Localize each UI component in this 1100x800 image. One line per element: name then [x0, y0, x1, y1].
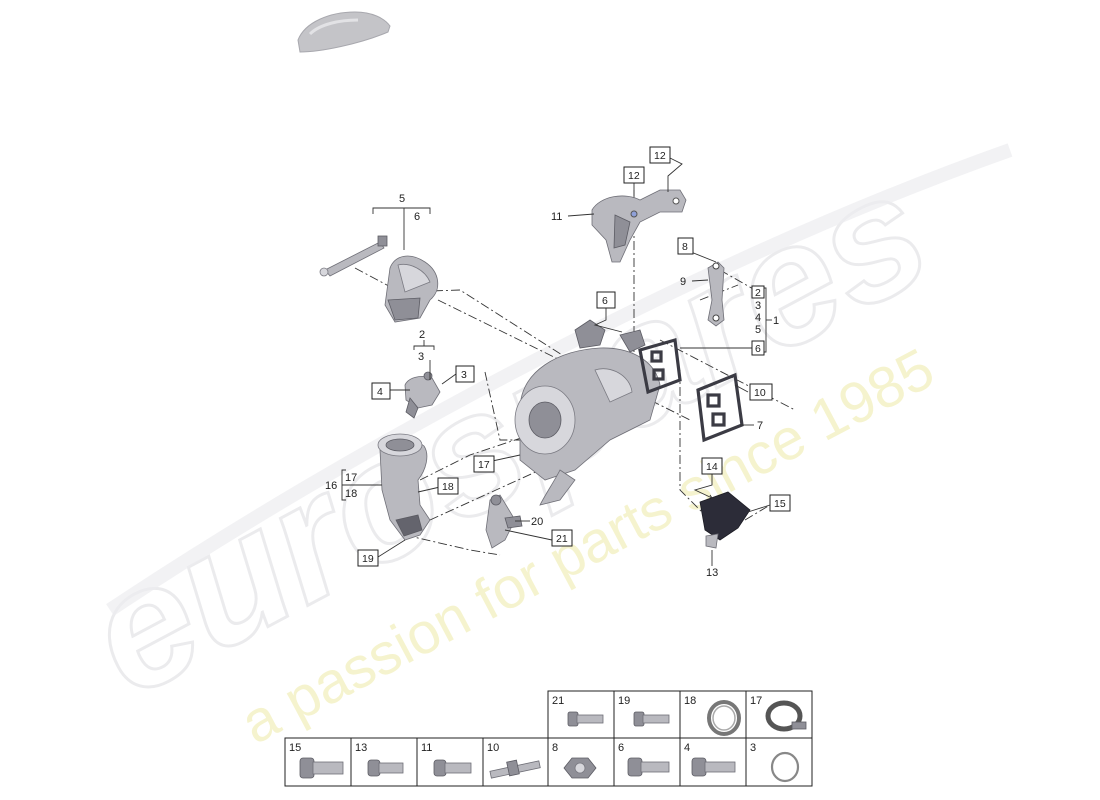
- boxed-callout-15: 15: [769, 494, 791, 512]
- svg-text:3: 3: [461, 369, 467, 381]
- grid-cell-18[interactable]: 18: [684, 695, 696, 707]
- parts-grid: 21 19 18 17: [284, 690, 813, 787]
- heat-shield-part[interactable]: [384, 255, 439, 323]
- callout-5: 5: [399, 193, 405, 205]
- parts-grid-top-row: 21 19 18 17: [547, 690, 813, 739]
- grid-cell-4[interactable]: 4: [684, 742, 690, 754]
- grid-cell-10[interactable]: 10: [487, 742, 499, 754]
- grid-cell-13[interactable]: 13: [355, 742, 367, 754]
- callout-labels: 5 6 11 9 2 3 7 1 16 17 18 20 13 2 3 4 5 …: [325, 146, 791, 579]
- flange-gasket-part[interactable]: [638, 337, 682, 395]
- grid-cell-15[interactable]: 15: [289, 742, 301, 754]
- svg-text:4: 4: [755, 312, 761, 324]
- boxed-callout-21: 21: [551, 529, 573, 547]
- callout-stack-2-6: 2 3 4 5 6: [751, 285, 765, 356]
- turbo-bracket-part[interactable]: [591, 189, 687, 263]
- bolt-icon: [433, 759, 472, 777]
- svg-text:12: 12: [654, 150, 666, 162]
- parts-grid-bottom-row: 15 13 11 10 8 6 4 3: [284, 737, 813, 787]
- svg-text:6: 6: [755, 343, 761, 355]
- boxed-callout-3: 3: [455, 365, 475, 383]
- svg-text:8: 8: [682, 241, 688, 253]
- boxed-callout-8: 8: [677, 237, 694, 255]
- ring-icon: [770, 751, 800, 783]
- grid-cell-3[interactable]: 3: [750, 742, 756, 754]
- stud-icon: [489, 759, 541, 779]
- boxed-callout-4: 4: [371, 382, 391, 400]
- nut-icon: [563, 757, 597, 779]
- svg-text:4: 4: [377, 386, 383, 398]
- boxed-callout-14: 14: [701, 457, 723, 475]
- callout-20: 20: [531, 516, 543, 528]
- bolt-icon: [299, 757, 344, 779]
- svg-text:12: 12: [628, 170, 640, 182]
- callout-9: 9: [680, 276, 686, 288]
- svg-text:18: 18: [442, 481, 454, 493]
- boxed-callout-19: 19: [357, 549, 379, 567]
- bolt-icon: [627, 757, 670, 777]
- svg-text:21: 21: [556, 533, 568, 545]
- callout-16: 16: [325, 480, 337, 492]
- actuator-part[interactable]: [404, 371, 441, 419]
- long-bolt-part[interactable]: [319, 235, 388, 277]
- svg-text:10: 10: [754, 387, 766, 399]
- svg-text:14: 14: [706, 461, 718, 473]
- bolt-icon: [633, 711, 670, 727]
- boxed-callout-17: 17: [473, 455, 495, 473]
- sensor-bracket-part[interactable]: [707, 261, 725, 327]
- car-silhouette-icon: [297, 11, 391, 53]
- callout-1: 1: [773, 315, 779, 327]
- callout-3: 3: [418, 351, 424, 363]
- grid-cell-6[interactable]: 6: [618, 742, 624, 754]
- grid-cell-11[interactable]: 11: [421, 742, 432, 754]
- svg-text:6: 6: [602, 295, 608, 307]
- bolt-icon: [367, 759, 404, 777]
- callout-13: 13: [706, 567, 718, 579]
- callout-11: 11: [551, 211, 562, 223]
- intake-pipe-part[interactable]: [377, 433, 431, 541]
- grid-cell-17[interactable]: 17: [750, 695, 762, 707]
- bolt-icon: [691, 757, 736, 777]
- grid-cell-19[interactable]: 19: [618, 695, 630, 707]
- boxed-callout-10: 10: [749, 383, 773, 401]
- svg-text:15: 15: [774, 498, 786, 510]
- ring-icon: [707, 700, 741, 736]
- callout-18: 18: [345, 488, 357, 500]
- boxed-callout-12-top: 12: [649, 146, 671, 164]
- grid-cell-8[interactable]: 8: [552, 742, 558, 754]
- grid-cell-21[interactable]: 21: [552, 695, 564, 707]
- support-bracket-part[interactable]: [699, 491, 751, 549]
- svg-text:3: 3: [755, 300, 761, 312]
- svg-text:5: 5: [755, 324, 761, 336]
- callout-2: 2: [419, 329, 425, 341]
- pressure-sensor-part[interactable]: [485, 494, 523, 549]
- svg-text:17: 17: [478, 459, 490, 471]
- boxed-callout-6: 6: [596, 291, 616, 309]
- callout-7: 7: [757, 420, 763, 432]
- bolt-icon: [567, 711, 604, 727]
- callout-6: 6: [414, 211, 420, 223]
- callout-17: 17: [345, 472, 357, 484]
- boxed-callout-12: 12: [623, 166, 645, 184]
- turbocharger-part[interactable]: [514, 319, 661, 506]
- svg-text:2: 2: [755, 287, 761, 299]
- clamp-icon: [765, 700, 807, 732]
- svg-text:19: 19: [362, 553, 374, 565]
- boxed-callout-18: 18: [437, 477, 459, 495]
